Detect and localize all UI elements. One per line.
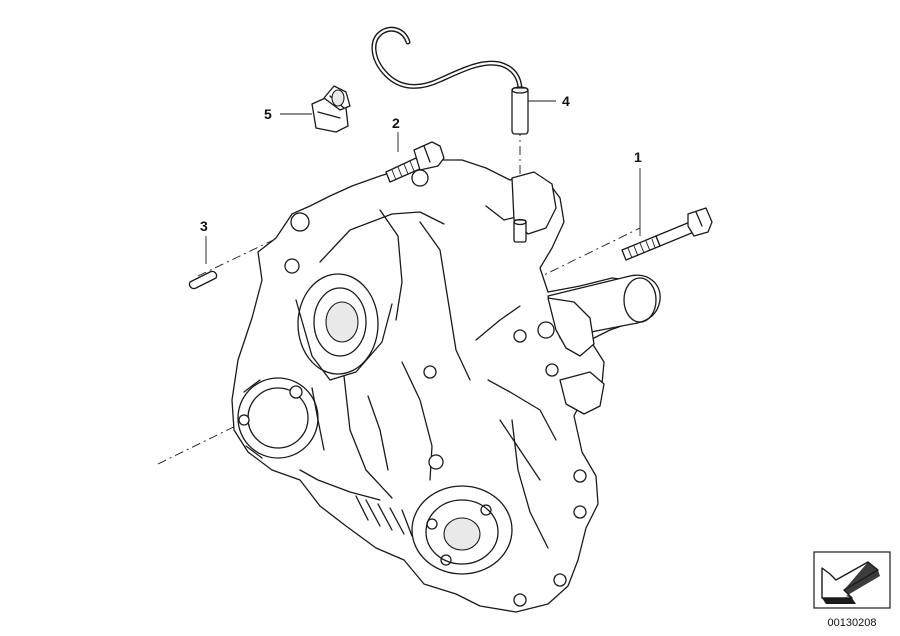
callout-labels: 1 2 3 4 5 bbox=[200, 93, 642, 234]
part-3-dowel-pin bbox=[188, 236, 218, 290]
callout-1: 1 bbox=[634, 149, 642, 165]
part-2-hex-bolt bbox=[385, 132, 445, 183]
transfer-case-housing bbox=[231, 159, 661, 613]
part-5-clip bbox=[280, 85, 351, 133]
part-4-vent-hose bbox=[371, 26, 556, 243]
view-direction-symbol bbox=[813, 551, 891, 609]
reference-number: 00130208 bbox=[827, 617, 877, 629]
part-1-hex-bolt bbox=[621, 168, 713, 261]
callout-3: 3 bbox=[200, 218, 208, 234]
callout-5: 5 bbox=[264, 106, 272, 122]
callout-4: 4 bbox=[562, 93, 570, 109]
callout-2: 2 bbox=[392, 115, 400, 131]
